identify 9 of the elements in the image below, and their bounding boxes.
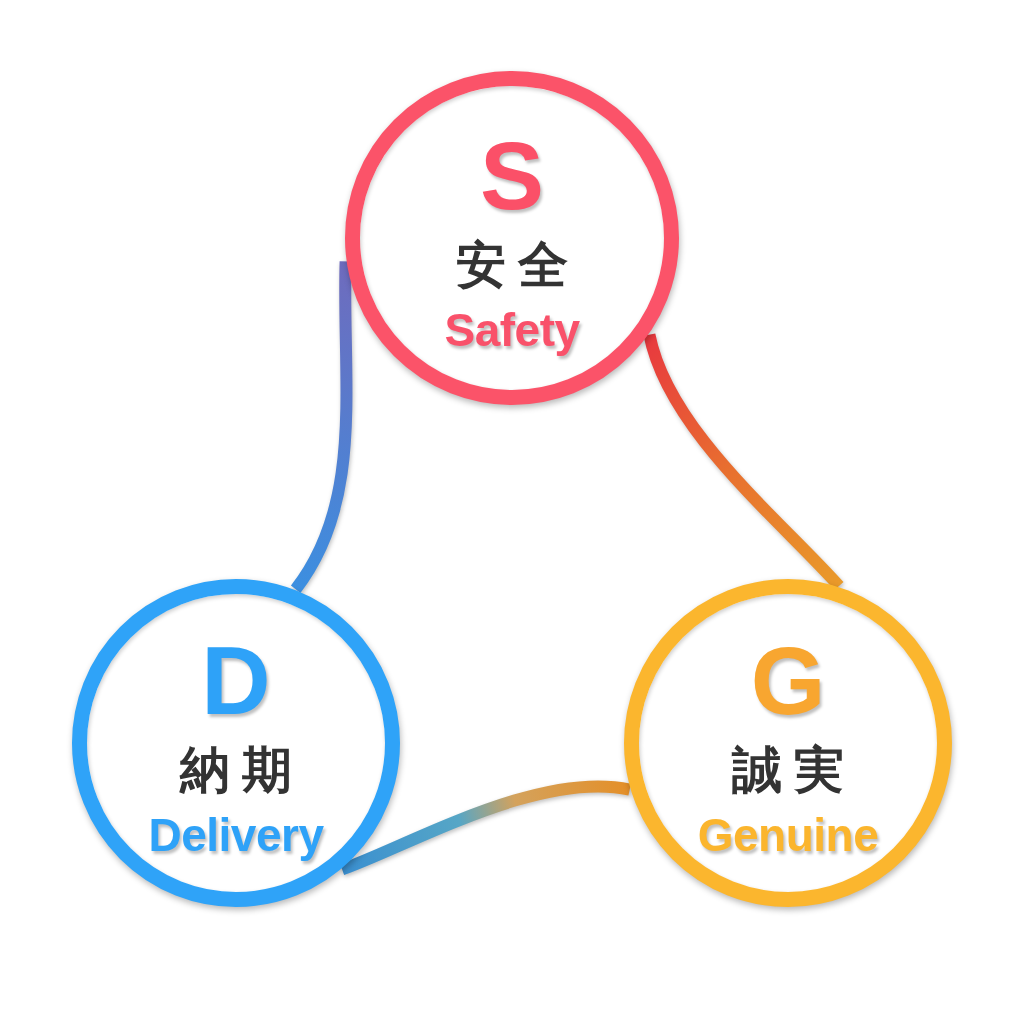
kanji-label: 安全 [455,240,580,290]
initial-letter: G [750,633,826,729]
kanji-label: 誠実 [730,745,856,795]
connector-curve [290,261,353,593]
connector-curve [339,780,631,875]
kanji-label: 納期 [178,745,304,795]
english-label: Genuine [697,812,879,858]
initial-letter: D [201,633,271,729]
initial-letter: S [480,128,544,224]
